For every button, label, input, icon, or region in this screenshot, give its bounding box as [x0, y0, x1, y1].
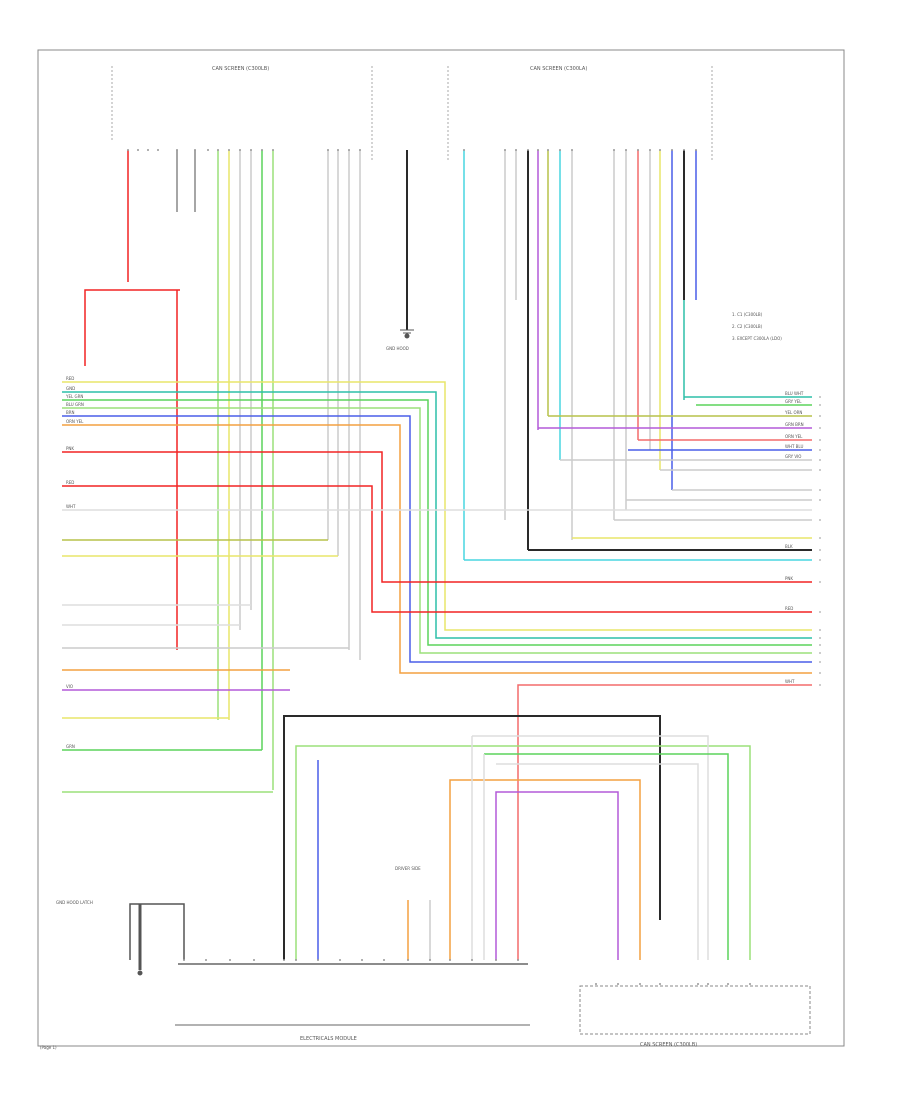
- splice-left: [84, 289, 180, 366]
- left-ground-label: GND HOOD LATCH: [56, 900, 93, 905]
- ground-symbol-bottom: [137, 970, 143, 976]
- wire-label: PNK: [66, 446, 74, 451]
- wire-label: YEL ORN: [784, 410, 802, 415]
- note-1: 1. C1 (C300LB): [732, 312, 763, 317]
- wire-label: RED: [66, 480, 74, 485]
- wire-label: GRN: [66, 744, 75, 749]
- wire-label: BLU GRN: [66, 402, 84, 407]
- page-footer: (Page 1): [40, 1045, 57, 1050]
- top-right-drop-wires: [463, 150, 697, 560]
- wire-label: WHT: [785, 679, 795, 684]
- bottom-connector-label: DRIVER SIDE: [395, 866, 421, 871]
- ground-symbol-top: [400, 329, 414, 339]
- center-ground-label: GND HOOD: [386, 346, 409, 351]
- bottom-pin-row: [183, 959, 751, 985]
- diagram-frame: [37, 49, 845, 1047]
- wire-label: PNK: [785, 576, 793, 581]
- bottom-left-component-label: ELECTRICALS MODULE: [300, 1036, 357, 1042]
- bottom-right-component-label: CAN SCREEN (C300LB): [640, 1042, 697, 1048]
- wire-label: BRN: [66, 410, 75, 415]
- top-connector-right-title: CAN SCREEN (C300LA): [530, 66, 587, 72]
- right-pin-numbers: [819, 396, 821, 686]
- wire-label: GRY YEL: [785, 399, 802, 404]
- wire-label: RED: [66, 376, 74, 381]
- wire-label: RED: [785, 606, 793, 611]
- right-horizontal-wires: [464, 396, 812, 960]
- top-connector-left-title: CAN SCREEN (C300LB): [212, 66, 269, 72]
- wire-label: YEL GRN: [65, 394, 83, 399]
- wire-label: WHT: [66, 504, 76, 509]
- lower-wires: [129, 715, 751, 970]
- wire-label: ORN YEL: [66, 419, 84, 424]
- bottom-component-right: [579, 985, 811, 1035]
- wire-label: GRY VIO: [785, 454, 801, 459]
- wire-label: GRN BRN: [785, 422, 804, 427]
- top-left-drop-wires: [127, 150, 408, 790]
- wire-label: GND: [66, 386, 75, 391]
- wire-label: BLU WHT: [785, 391, 804, 396]
- top-pin-row: [127, 149, 697, 151]
- wire-label: VIO: [66, 684, 73, 689]
- wire-label: WHT BLU: [785, 444, 803, 449]
- wire-label: BLK: [785, 544, 793, 549]
- left-horizontal-wires: [62, 381, 812, 793]
- wire-label: ORN YEL: [785, 434, 803, 439]
- note-2: 2. C2 (C300LB): [732, 324, 763, 329]
- note-3: 3. EXCEPT C300LA (LDO): [732, 336, 782, 341]
